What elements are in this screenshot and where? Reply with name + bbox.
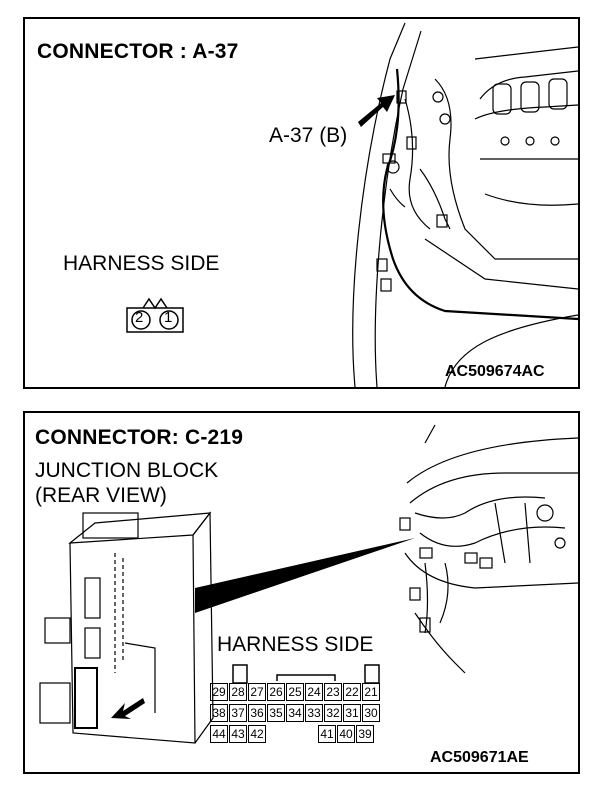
pin-label: 1 [164,309,173,326]
connector-a37-title: CONNECTOR : A-37 [37,40,239,63]
pin-label: 22 [343,683,361,701]
pin-empty [267,725,283,741]
pin-label: 40 [337,725,355,743]
pin-label: 2 [135,309,144,326]
engine-bay-illustration [352,22,578,387]
pin-label: 31 [343,704,361,722]
figure-code: AC509671AE [430,749,529,766]
c219-pin-grid: 29 28 27 26 25 24 23 22 21 38 37 36 35 3… [210,683,407,746]
pin-row: 38 37 36 35 34 33 32 31 30 [210,704,407,722]
pin-row: 29 28 27 26 25 24 23 22 21 [210,683,407,701]
pin-label: 39 [356,725,374,743]
pin-empty [301,725,317,741]
pin-label: 33 [305,704,323,722]
junction-block-label: JUNCTION BLOCK [35,459,219,482]
pin-row: 44 43 42 41 40 39 [210,725,407,743]
pin-label: 27 [248,683,266,701]
pin-label: 28 [229,683,247,701]
connector-c219-panel: CONNECTOR: C-219 JUNCTION BLOCK (REAR VI… [23,411,580,774]
pin-label: 37 [229,704,247,722]
pin-label: 34 [286,704,304,722]
harness-side-label: HARNESS SIDE [63,252,220,275]
pin-label: 30 [362,704,380,722]
pin-label: 21 [362,683,380,701]
pin-label: 36 [248,704,266,722]
pin-label: 26 [267,683,285,701]
pin-label: 41 [318,725,336,743]
junction-block-illustration [39,424,578,744]
pin-label: 35 [267,704,285,722]
pin-label: 29 [210,683,228,701]
pin-label: 43 [229,725,247,743]
connector-a37-panel: CONNECTOR : A-37 [23,17,580,389]
pin-label: 23 [324,683,342,701]
figure-code: AC509674AC [445,363,545,380]
pin-label: 25 [286,683,304,701]
pin-empty [284,725,300,741]
harness-side-label: HARNESS SIDE [217,633,374,656]
pin-label: 24 [305,683,323,701]
pin-label: 42 [248,725,266,743]
pin-label: 38 [210,704,228,722]
pointer-arrow-icon [358,95,395,127]
pin-label: 44 [210,725,228,743]
connector-c219-title: CONNECTOR: C-219 [35,426,244,449]
rear-view-label: (REAR VIEW) [35,484,167,507]
pointer-arrow-icon [111,698,145,719]
location-label: A-37 (B) [269,124,348,147]
pin-label: 32 [324,704,342,722]
two-pin-connector [126,297,184,333]
